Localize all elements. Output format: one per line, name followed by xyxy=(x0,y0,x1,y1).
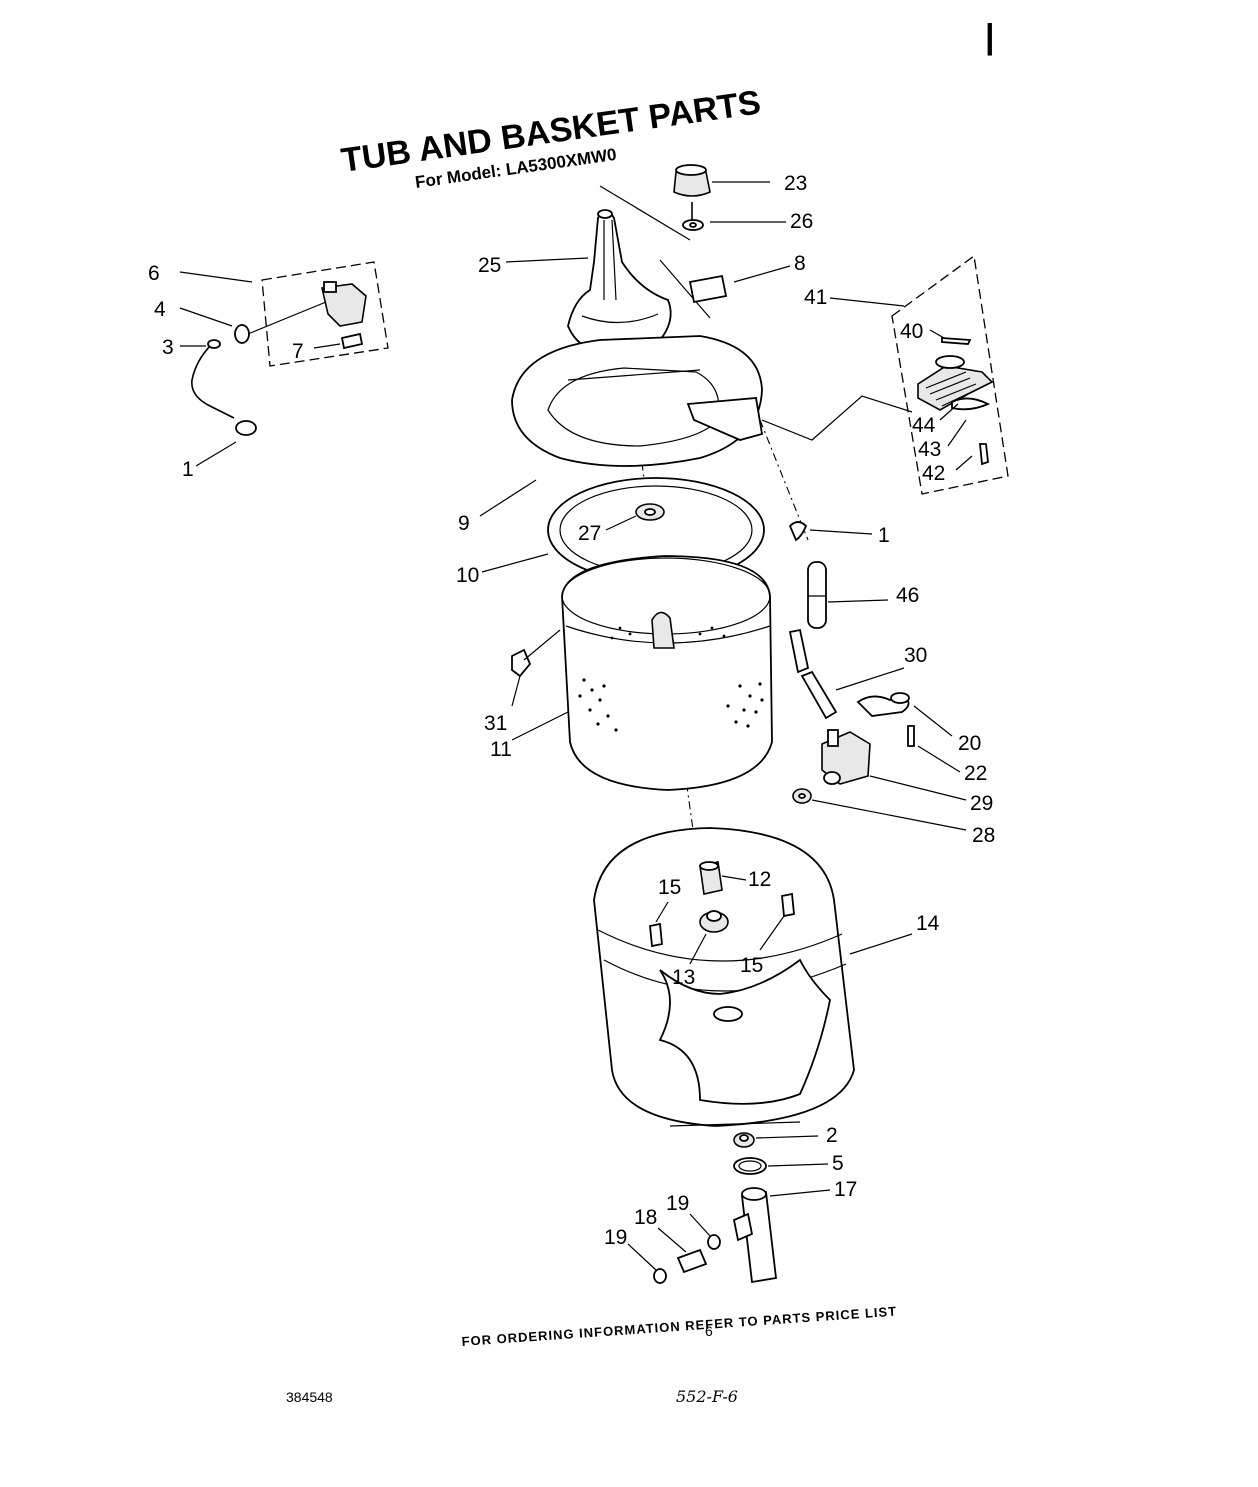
hose-clamp-left xyxy=(653,1268,667,1284)
callout-2: 2 xyxy=(826,1124,838,1147)
ordering-note: FOR ORDERING INFORMATION REFER TO PARTS … xyxy=(461,1304,897,1349)
pressure-switch xyxy=(821,729,871,785)
callout-18: 18 xyxy=(634,1206,657,1229)
callout-25: 25 xyxy=(478,254,501,277)
page-number: 6 xyxy=(705,1323,713,1339)
tub-bolt-right xyxy=(781,892,795,918)
document-number: 384548 xyxy=(286,1389,333,1405)
callout-9: 9 xyxy=(458,512,470,535)
inlet-hose xyxy=(191,339,235,419)
callout-4: 4 xyxy=(154,298,166,321)
connector-hose xyxy=(676,1248,708,1274)
agitator-cap xyxy=(673,164,711,197)
callout-31: 31 xyxy=(484,712,507,735)
agitator xyxy=(567,209,672,353)
callout-19-left: 19 xyxy=(604,1226,627,1249)
hose-axis xyxy=(759,419,809,541)
callout-3: 3 xyxy=(162,336,174,359)
clip-leader xyxy=(523,629,561,661)
callout-40: 40 xyxy=(900,320,923,343)
drive-nut xyxy=(733,1132,755,1148)
callout-20: 20 xyxy=(958,732,981,755)
washer xyxy=(234,324,250,344)
callout-14: 14 xyxy=(916,912,940,935)
callout-43: 43 xyxy=(918,438,941,461)
dispenser-link-line xyxy=(761,395,913,441)
callout-12: 12 xyxy=(748,868,771,891)
callout-44: 44 xyxy=(912,414,936,437)
agitator-nut xyxy=(635,503,665,521)
callout-6: 6 xyxy=(148,262,160,285)
basket-clip xyxy=(511,648,532,678)
dispenser-group-box xyxy=(891,254,1009,495)
callout-41: 41 xyxy=(804,286,827,309)
fill-hose xyxy=(807,561,827,629)
inlet-link-line xyxy=(247,301,327,335)
callout-42: 42 xyxy=(922,462,945,485)
callout-labels: 6 4 3 7 1 23 26 25 8 41 40 44 43 42 9 10… xyxy=(148,172,995,1249)
callout-13: 13 xyxy=(672,966,695,989)
dispenser-screw xyxy=(979,443,989,466)
lint-filter xyxy=(917,355,994,411)
cap-leader-bracket xyxy=(599,185,711,319)
hose-clamp-right xyxy=(707,1234,721,1250)
callout-5: 5 xyxy=(832,1152,844,1175)
callout-28: 28 xyxy=(972,824,995,847)
callout-22: 22 xyxy=(964,762,987,785)
callout-17: 17 xyxy=(834,1178,857,1201)
valve-screw xyxy=(340,332,364,350)
mounting-screw xyxy=(907,725,915,747)
callout-leaders xyxy=(179,181,973,1271)
tub-bolt-left xyxy=(649,922,663,948)
tub-ring xyxy=(511,335,764,467)
callout-15-right: 15 xyxy=(740,954,763,977)
agitator-bolt xyxy=(682,202,704,231)
hose-clamp-inlet xyxy=(235,420,257,436)
wash-basket xyxy=(561,555,773,791)
callout-46: 46 xyxy=(896,584,919,607)
corner-mark: | xyxy=(985,18,995,56)
callout-1-inlet: 1 xyxy=(182,458,194,481)
hose-piece-upper xyxy=(788,628,810,674)
outer-tub xyxy=(593,827,855,1127)
callout-10: 10 xyxy=(456,564,479,587)
callout-11: 11 xyxy=(490,738,512,761)
filter-spring xyxy=(951,397,991,411)
dispenser-clip xyxy=(941,337,972,345)
water-inlet-valve xyxy=(321,281,367,327)
callout-19-right: 19 xyxy=(666,1192,689,1215)
hub-seal xyxy=(699,861,723,895)
hose-nut xyxy=(792,788,812,804)
callout-26: 26 xyxy=(790,210,813,233)
bracket-plate xyxy=(688,274,728,304)
callout-27: 27 xyxy=(578,522,601,545)
seal-ring xyxy=(733,1157,767,1175)
callout-29: 29 xyxy=(970,792,993,815)
handwritten-code: 552-F-6 xyxy=(676,1387,738,1406)
callout-1-hose: 1 xyxy=(878,524,890,547)
tub-hub xyxy=(699,910,729,933)
callout-30: 30 xyxy=(904,644,927,667)
grommet xyxy=(890,692,910,704)
inlet-group-box xyxy=(261,261,389,367)
hose-piece-lower xyxy=(800,670,838,720)
callout-8: 8 xyxy=(794,252,806,275)
callout-7: 7 xyxy=(292,340,304,363)
callout-23: 23 xyxy=(784,172,807,195)
drain-pipe xyxy=(732,1187,777,1284)
hose-clamp-upper xyxy=(788,521,808,542)
callout-15-left: 15 xyxy=(658,876,681,899)
